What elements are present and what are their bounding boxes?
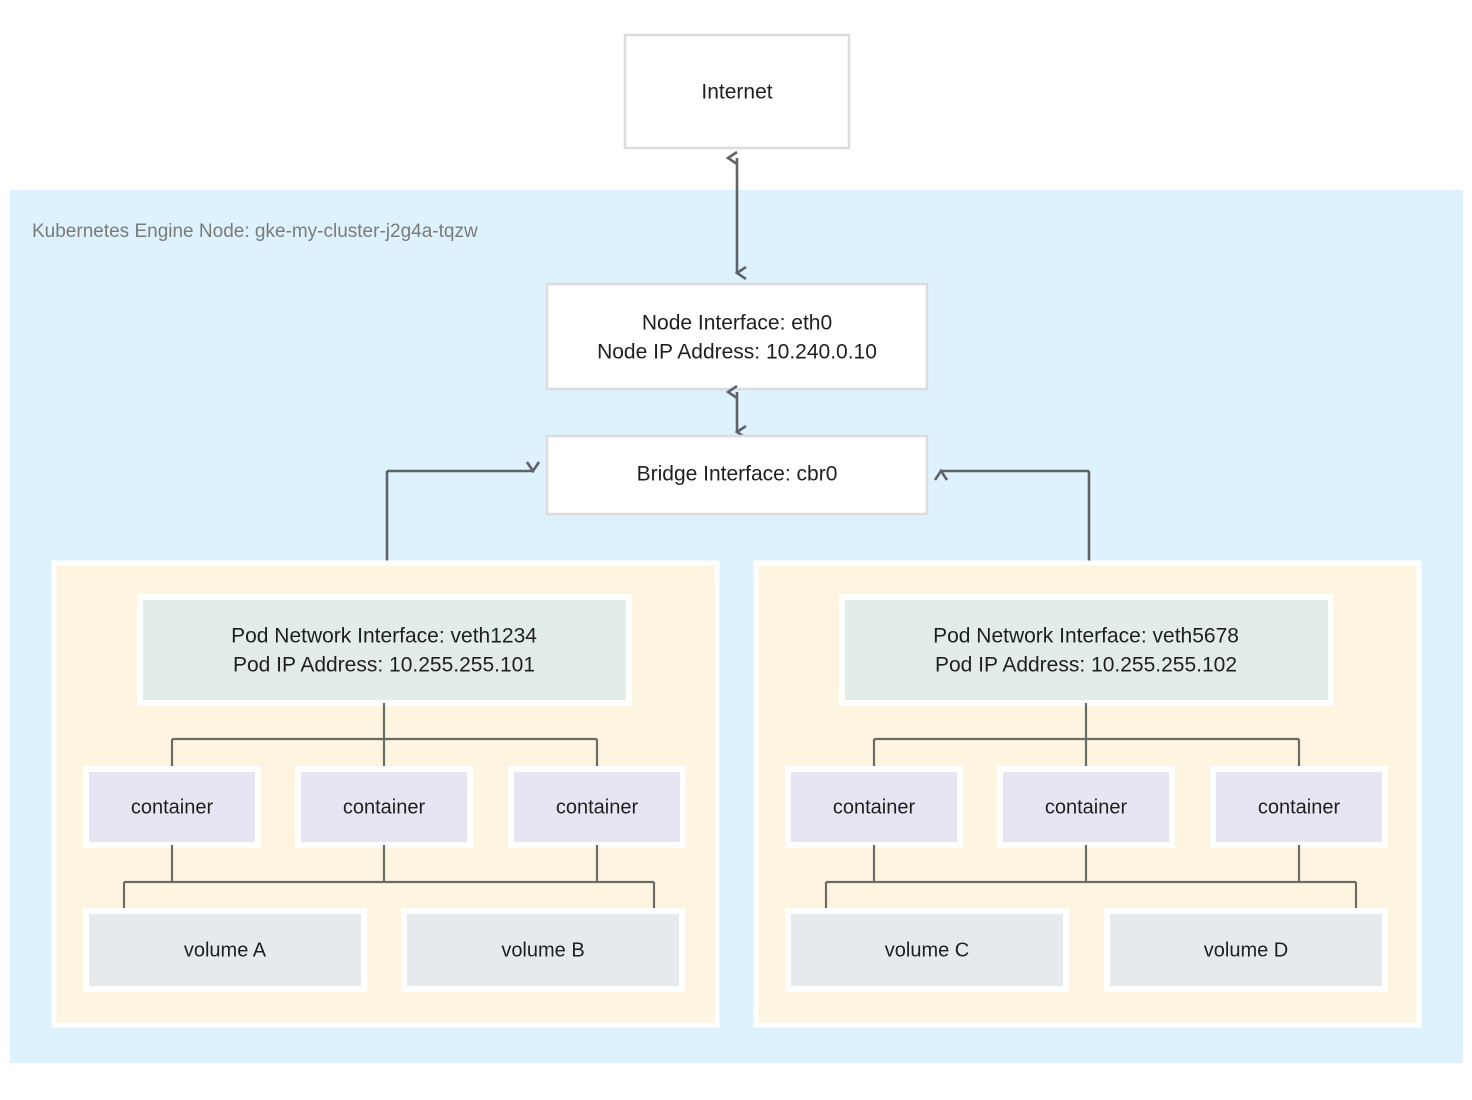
pod-1-container-3-label: container bbox=[556, 796, 639, 818]
pod-2-container-3 bbox=[1210, 766, 1388, 848]
pod-1-container-1-label: container bbox=[131, 796, 214, 818]
pod-1-volume-b bbox=[401, 908, 685, 992]
pod-2-container-2 bbox=[997, 766, 1175, 848]
pod-2-container-1-label: container bbox=[833, 796, 916, 818]
pod-1-network-interface-box bbox=[137, 594, 632, 706]
pod-2-network-interface-line1: Pod Network Interface: veth5678 bbox=[933, 625, 1239, 648]
pod-1-network-interface-line2: Pod IP Address: 10.255.255.101 bbox=[233, 654, 535, 677]
pod-2-volume-c-label: volume C bbox=[885, 939, 969, 961]
node-region-label: Kubernetes Engine Node: gke-my-cluster-j… bbox=[32, 221, 478, 242]
pod-1-volume-a-label: volume A bbox=[184, 939, 267, 961]
bridge-interface-label: Bridge Interface: cbr0 bbox=[637, 463, 838, 486]
node-interface-line2: Node IP Address: 10.240.0.10 bbox=[597, 341, 877, 364]
pod-2-container-2-label: container bbox=[1045, 796, 1128, 818]
pod-1-network-interface-line1: Pod Network Interface: veth1234 bbox=[231, 625, 537, 648]
pod-2-container-3-label: container bbox=[1258, 796, 1341, 818]
pod-2-network-interface-box bbox=[839, 594, 1334, 706]
pod-1-volume-a bbox=[83, 908, 367, 992]
pod-1-container-2 bbox=[295, 766, 473, 848]
bridge-interface-box bbox=[545, 434, 929, 516]
pod-2-volume-c bbox=[785, 908, 1069, 992]
pod-2-network-interface-line2: Pod IP Address: 10.255.255.102 bbox=[935, 654, 1237, 677]
node-interface-line1: Node Interface: eth0 bbox=[642, 312, 832, 335]
pod-1-volume-b-label: volume B bbox=[501, 939, 584, 961]
pod-2-volume-d bbox=[1104, 908, 1388, 992]
pod-1-container-2-label: container bbox=[343, 796, 426, 818]
internet-label: Internet bbox=[701, 81, 772, 104]
pod-2-volume-d-label: volume D bbox=[1204, 939, 1288, 961]
internet-box bbox=[623, 33, 851, 150]
node-interface-box bbox=[545, 282, 929, 391]
